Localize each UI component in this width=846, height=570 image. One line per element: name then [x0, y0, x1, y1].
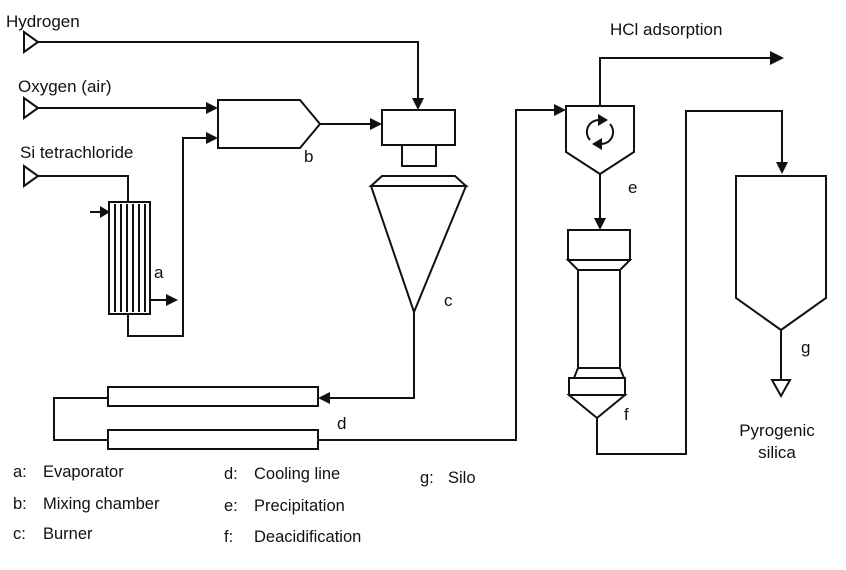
legend-key-c: c:: [13, 525, 26, 543]
legend-label-b: Mixing chamber: [43, 495, 160, 513]
hydrogen-inlet-icon: [23, 30, 40, 54]
silo: [735, 175, 827, 332]
unit-label-f: f: [624, 405, 629, 424]
cooling-line: [53, 386, 319, 450]
evaporator: [108, 201, 151, 315]
deacidification-to-silo-line: [596, 110, 788, 455]
unit-label-g: g: [801, 338, 810, 357]
product-label-line1: Pyrogenic: [739, 421, 815, 440]
cyclone-icon: [585, 114, 615, 150]
oxygen-line: [38, 102, 218, 114]
legend-key-b: b:: [13, 495, 27, 513]
mixing-chamber: [217, 99, 322, 149]
mixer-to-burner-line: [320, 118, 382, 130]
burner: [368, 109, 469, 315]
unit-label-c: c: [444, 291, 453, 310]
oxygen-inlet-icon: [23, 96, 40, 120]
evaporator-heating-out-arrow: [150, 294, 178, 306]
hcl-adsorption-label: HCl adsorption: [610, 20, 722, 39]
legend-key-e: e:: [224, 497, 238, 515]
evaporator-to-mixer-line: [127, 132, 218, 337]
legend-label-c: Burner: [43, 525, 93, 543]
legend-label-d: Cooling line: [254, 465, 340, 483]
si-tetrachloride-inlet-icon: [23, 164, 40, 188]
unit-label-e: e: [628, 178, 637, 197]
legend: a: Evaporator b: Mixing chamber c: Burne…: [13, 463, 476, 546]
oxygen-label: Oxygen (air): [18, 77, 112, 96]
legend-key-g: g:: [420, 469, 434, 487]
legend-label-e: Precipitation: [254, 497, 345, 515]
deacidification-column: [565, 229, 633, 420]
burner-to-cooling-line: [318, 312, 415, 404]
silo-discharge-arrow-icon: [770, 330, 792, 399]
unit-label-b: b: [304, 147, 313, 166]
si-tetrachloride-label: Si tetrachloride: [20, 143, 133, 162]
evaporator-heating-in-arrow: [90, 206, 110, 218]
legend-label-f: Deacidification: [254, 528, 361, 546]
cooling-to-precipitation-line: [318, 104, 566, 441]
legend-key-d: d:: [224, 465, 238, 483]
hydrogen-line: [38, 41, 424, 110]
precipitation-to-deacidification-line: [594, 174, 606, 230]
unit-label-a: a: [154, 263, 164, 282]
legend-label-a: Evaporator: [43, 463, 124, 481]
legend-key-f: f:: [224, 528, 233, 546]
hydrogen-label: Hydrogen: [6, 12, 80, 31]
hcl-adsorption-line: [599, 51, 784, 106]
legend-label-g: Silo: [448, 469, 476, 487]
product-label-line2: silica: [758, 443, 796, 462]
legend-key-a: a:: [13, 463, 27, 481]
si-tetrachloride-line: [38, 175, 129, 202]
unit-label-d: d: [337, 414, 346, 433]
